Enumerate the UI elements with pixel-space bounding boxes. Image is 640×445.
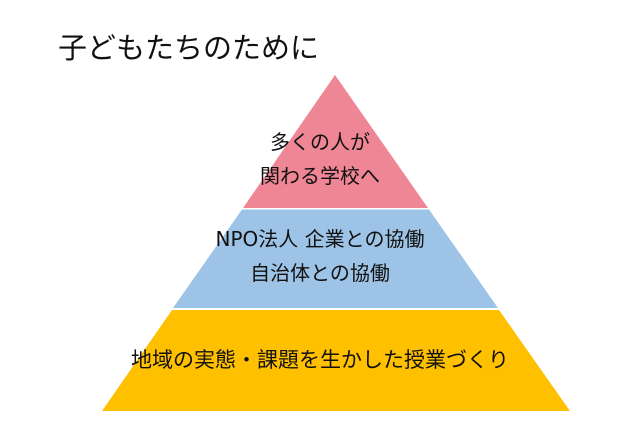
- tier-middle-line-2: 自治体との協働: [250, 261, 390, 285]
- tier-middle-line-1: NPO法人 企業との協働: [215, 227, 425, 251]
- pyramid-tier-bottom: [102, 310, 570, 411]
- diagram-title: 子どもたちのために: [58, 31, 320, 65]
- pyramid-tier-top: [243, 75, 428, 208]
- tier-top-line-2: 関わる学校へ: [260, 164, 380, 188]
- tier-bottom-line-1: 地域の実態・課題を生かした授業づくり: [131, 348, 509, 372]
- tier-top-line-1: 多くの人が: [270, 130, 370, 154]
- pyramid-tier-middle: [173, 209, 498, 308]
